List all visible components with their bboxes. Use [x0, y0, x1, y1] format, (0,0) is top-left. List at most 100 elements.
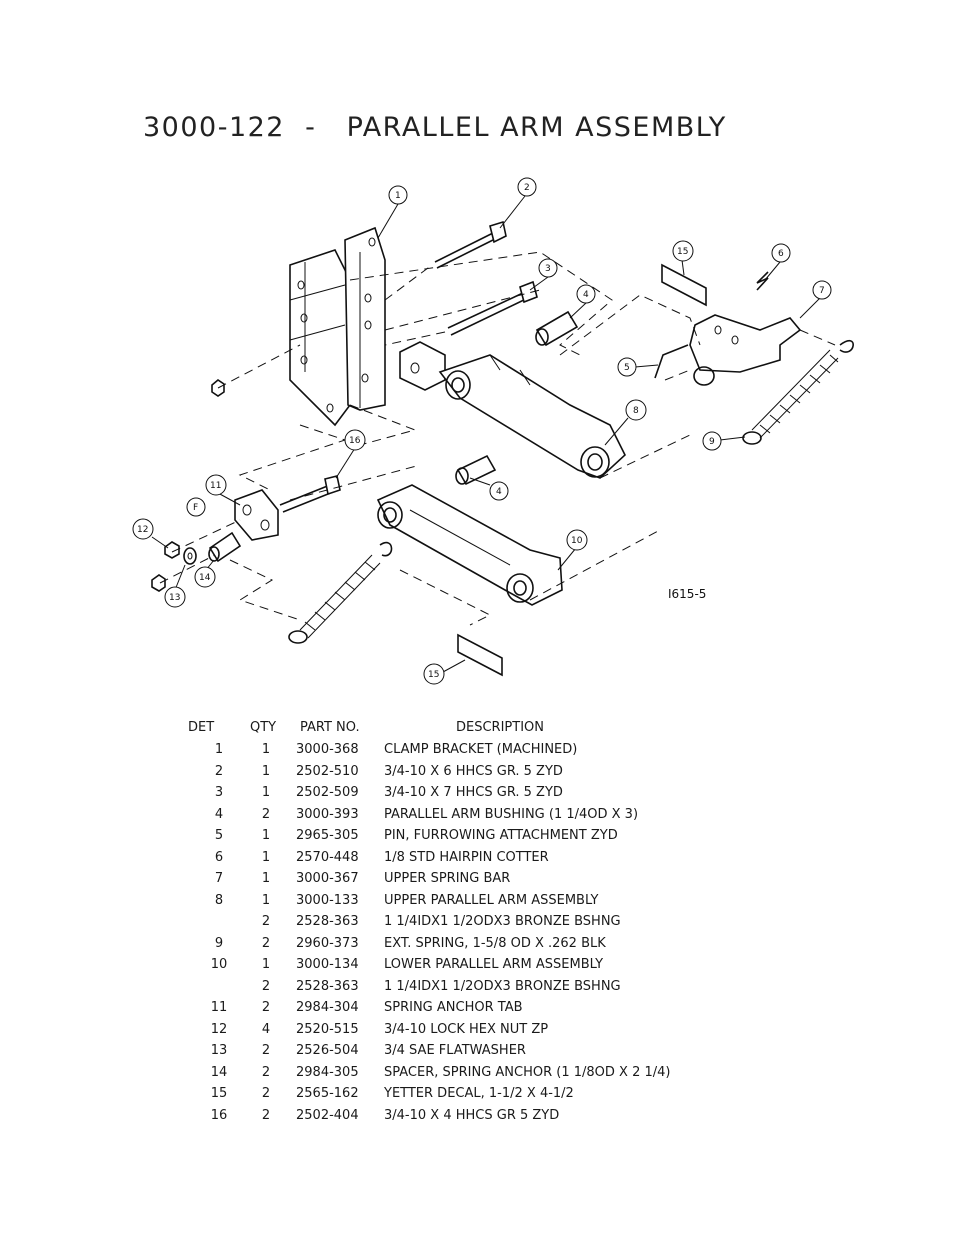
- callout-9: 9: [709, 437, 715, 447]
- parts-table-header: DET QTY PART NO. DESCRIPTION: [188, 718, 796, 739]
- callout-F: F: [193, 503, 198, 513]
- part-no-cell: 3000-393: [296, 806, 359, 822]
- callout-1: 1: [395, 191, 401, 201]
- drawing-id: I615-5: [668, 587, 707, 601]
- part-no-cell: 2565-162: [296, 1086, 359, 1102]
- callout-4a: 4: [583, 290, 589, 300]
- callout-15b: 15: [428, 670, 439, 680]
- table-row: 5 1 2965-305 PIN, FURROWING ATTACHMENT ZYD: [188, 825, 796, 847]
- description-cell: EXT. SPRING, 1-5/8 OD X .262 BLK: [384, 935, 606, 951]
- det-cell: 6: [214, 849, 224, 865]
- qty-cell: 2: [261, 1000, 271, 1016]
- callout-10: 10: [571, 536, 583, 546]
- part-no-cell: 2965-305: [296, 828, 359, 844]
- description-cell: 1 1/4IDX1 1/2ODX3 BRONZE BSHNG: [384, 978, 621, 994]
- det-cell: 13: [210, 1043, 228, 1059]
- det-cell: 15: [210, 1086, 228, 1102]
- callout-8: 8: [633, 406, 639, 416]
- decal-lower: [457, 633, 503, 677]
- det-cell: 9: [214, 935, 224, 951]
- bolt-2: [434, 220, 507, 269]
- description-cell: 3/4-10 X 6 HHCS GR. 5 ZYD: [384, 763, 563, 779]
- qty-cell: 1: [261, 828, 271, 844]
- clamp-bracket: [289, 226, 386, 427]
- part-no-cell: 3000-134: [296, 957, 359, 973]
- callout-16: 16: [349, 436, 361, 446]
- table-row: 2 2528-363 1 1/4IDX1 1/2ODX3 BRONZE BSHNG: [188, 976, 796, 998]
- qty-cell: 2: [261, 935, 271, 951]
- description-cell: PIN, FURROWING ATTACHMENT ZYD: [384, 828, 618, 844]
- upper-spring-bar: [689, 314, 802, 386]
- description-cell: 3/4-10 X 4 HHCS GR 5 ZYD: [384, 1107, 560, 1123]
- callout-7: 7: [819, 286, 825, 296]
- det-cell: 11: [210, 1000, 228, 1016]
- description-cell: 3/4-10 X 7 HHCS GR. 5 ZYD: [384, 785, 563, 801]
- bolt-16: [279, 475, 341, 513]
- part-no-cell: 2570-448: [296, 849, 359, 865]
- det-cell: 5: [214, 828, 224, 844]
- washer-13: [183, 547, 197, 565]
- part-no-cell: 2960-373: [296, 935, 359, 951]
- part-no-cell: 3000-133: [296, 892, 359, 908]
- part-no-cell: 3000-368: [296, 742, 359, 758]
- det-cell: 4: [214, 806, 224, 822]
- bolt-3: [447, 280, 538, 336]
- description-cell: 1/8 STD HAIRPIN COTTER: [384, 849, 549, 865]
- det-cell: 7: [214, 871, 224, 887]
- nut-12: [164, 541, 180, 559]
- header-description: DESCRIPTION: [456, 719, 544, 735]
- upper-parallel-arm: [399, 341, 626, 479]
- header-qty: QTY: [250, 719, 277, 735]
- qty-cell: 1: [261, 785, 271, 801]
- qty-cell: 2: [261, 1086, 271, 1102]
- part-no-cell: 2528-363: [296, 978, 359, 994]
- description-cell: SPACER, SPRING ANCHOR (1 1/8OD X 2 1/4): [384, 1064, 671, 1080]
- qty-cell: 2: [261, 914, 271, 930]
- qty-cell: 2: [261, 978, 271, 994]
- hairpin-6: [756, 271, 769, 291]
- table-row: 15 2 2565-162 YETTER DECAL, 1-1/2 X 4-1/2: [188, 1083, 796, 1105]
- spring-9: [742, 339, 854, 445]
- det-cell: 12: [210, 1021, 228, 1037]
- det-cell: 2: [214, 763, 224, 779]
- det-cell: 3: [214, 785, 224, 801]
- pin-5: [654, 344, 689, 379]
- det-cell: 10: [210, 957, 228, 973]
- part-no-cell: 2502-404: [296, 1107, 359, 1123]
- callout-15a: 15: [677, 247, 688, 257]
- decal-upper: [661, 263, 707, 307]
- det-cell: 8: [214, 892, 224, 908]
- lower-parallel-arm: [376, 484, 563, 606]
- table-row: 3 1 2502-509 3/4-10 X 7 HHCS GR. 5 ZYD: [188, 782, 796, 804]
- nut-lower: [151, 574, 166, 592]
- part-no-cell: 3000-367: [296, 871, 359, 887]
- callout-12: 12: [137, 525, 148, 535]
- header-part-no: PART NO.: [300, 719, 360, 735]
- bushing-lower: [455, 454, 497, 486]
- part-no-cell: 2520-515: [296, 1021, 359, 1037]
- qty-cell: 2: [261, 1064, 271, 1080]
- description-cell: 3/4 SAE FLATWASHER: [384, 1043, 526, 1059]
- part-no-cell: 2502-509: [296, 785, 359, 801]
- callout-14: 14: [199, 573, 211, 583]
- spring-lower: [288, 541, 393, 644]
- spacer-14: [208, 531, 242, 563]
- description-cell: YETTER DECAL, 1-1/2 X 4-1/2: [384, 1086, 574, 1102]
- qty-cell: 1: [261, 892, 271, 908]
- spring-anchor-tab: [234, 489, 279, 541]
- header-det: DET: [188, 719, 215, 735]
- qty-cell: 1: [261, 742, 271, 758]
